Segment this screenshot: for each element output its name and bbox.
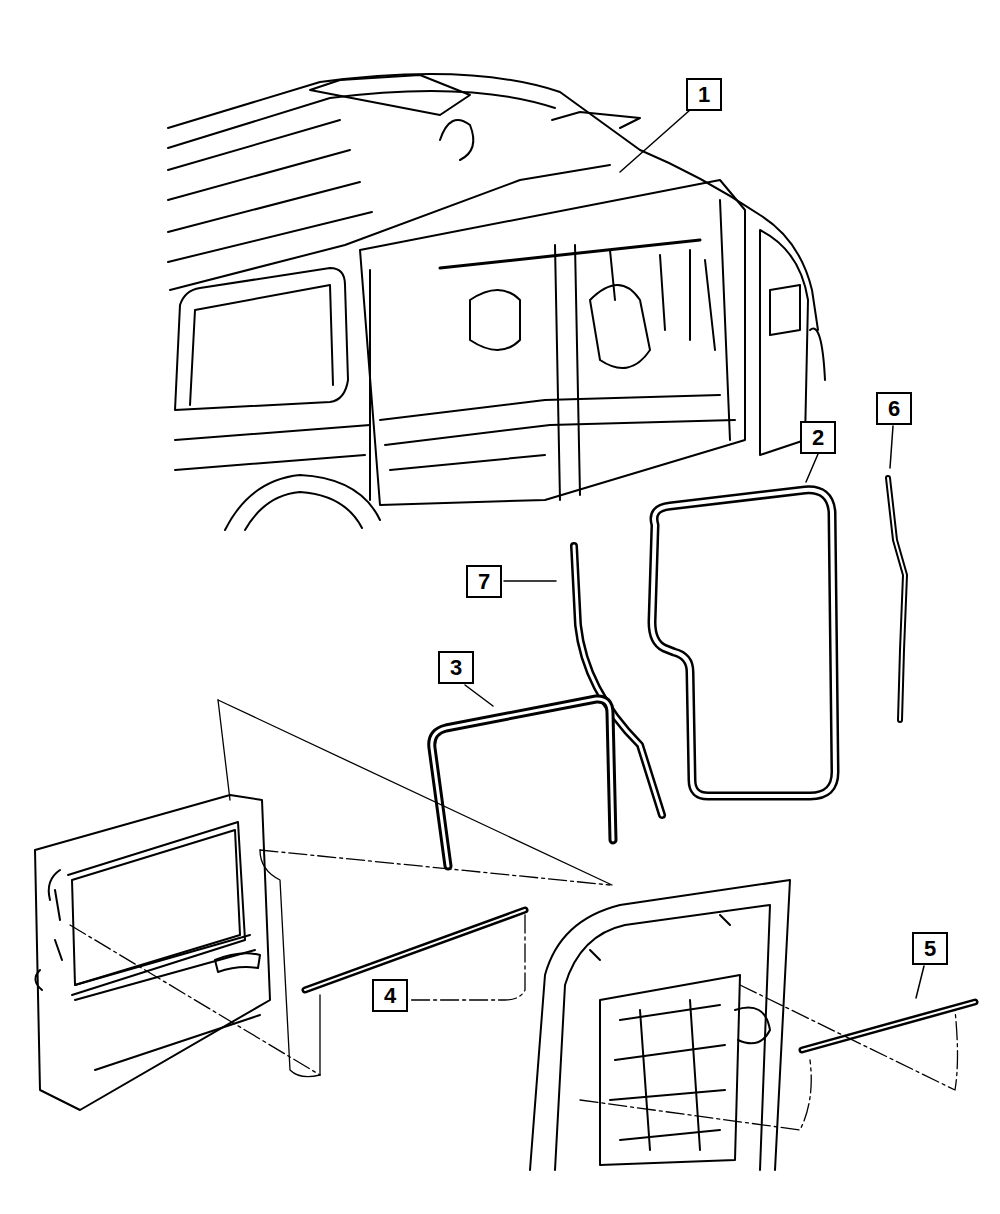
glass-run-channel — [432, 699, 613, 866]
front-door — [35, 795, 270, 1110]
door-opening-seal — [652, 490, 835, 796]
inner-belt-weatherstrip — [802, 1002, 975, 1050]
leader-line — [390, 110, 924, 1011]
callout-number: 3 — [438, 651, 474, 684]
pillar-seal-inner — [888, 478, 905, 720]
pillar-seal-front-inner — [574, 546, 662, 815]
callout-number: 7 — [466, 565, 502, 598]
callout-number: 6 — [876, 392, 912, 425]
door-opening-seal-inner — [652, 490, 835, 796]
pillar-seal — [888, 478, 905, 720]
pillar-seal-front — [574, 546, 662, 815]
callout-number: 5 — [912, 932, 948, 965]
belt-weatherstrip — [305, 910, 525, 990]
vehicle-body — [168, 74, 825, 530]
rear-door — [530, 880, 790, 1170]
glass-run-channel-inner — [432, 699, 613, 866]
callout-number: 4 — [372, 979, 408, 1012]
projection-line — [70, 700, 958, 1130]
callout-number: 2 — [800, 421, 836, 454]
inner-belt-weatherstrip-inner — [802, 1002, 975, 1050]
callout-number: 1 — [686, 78, 722, 111]
belt-weatherstrip-inner — [305, 910, 525, 990]
